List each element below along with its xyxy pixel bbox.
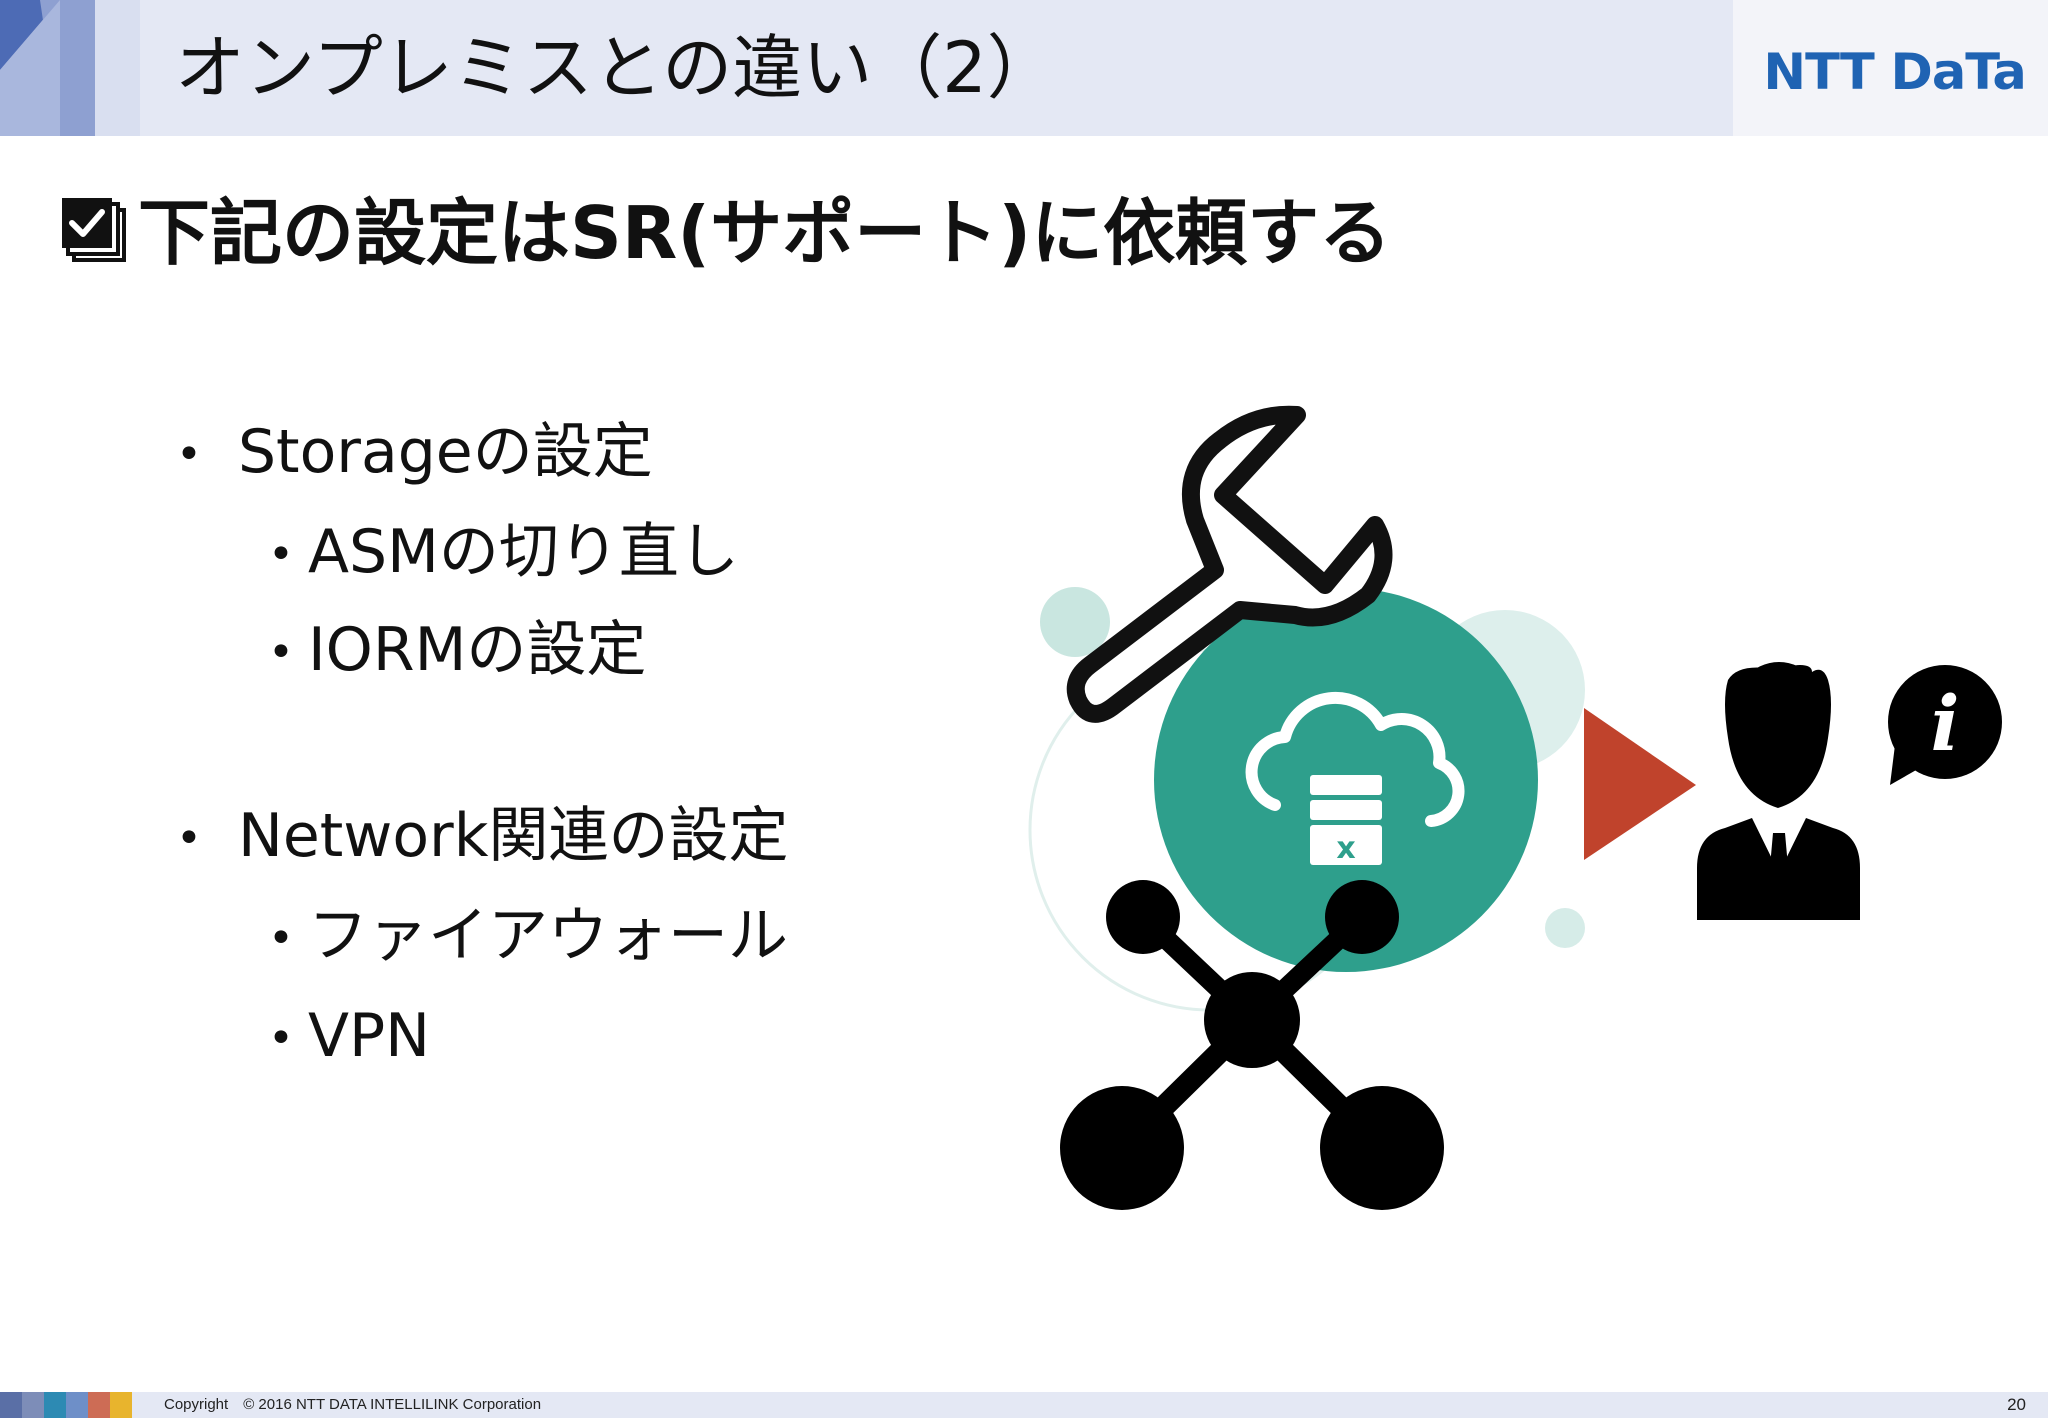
- swatch: [110, 1392, 132, 1418]
- bullet-label: VPN: [307, 1001, 431, 1071]
- sub-bullet-item: •ファイアウォール: [268, 896, 788, 976]
- logo-panel: [1733, 0, 2048, 136]
- arrow-right-icon: [1584, 708, 1696, 860]
- header-corner-graphic: [0, 0, 140, 136]
- svg-text:i: i: [1931, 679, 1960, 768]
- svg-text:x: x: [1336, 831, 1355, 866]
- swatch: [22, 1392, 44, 1418]
- bullet-label: IORMの設定: [307, 615, 647, 685]
- copyright-text: Copyright © 2016 NTT DATA INTELLILINK Co…: [164, 1396, 542, 1413]
- swatch: [44, 1392, 66, 1418]
- page-title: オンプレミスとの違い（2）: [175, 27, 1057, 109]
- swatch: [66, 1392, 88, 1418]
- bullet-dot: •: [268, 627, 294, 679]
- sub-bullet-item: •VPN: [268, 996, 430, 1076]
- bullet-dot: •: [268, 529, 294, 581]
- sub-bullet-item: •IORMの設定: [268, 610, 646, 690]
- network-nodes-icon: [1060, 880, 1444, 1210]
- footer-bar: Copyright © 2016 NTT DATA INTELLILINK Co…: [0, 1392, 2048, 1418]
- info-speech-bubble-icon: i: [1888, 665, 2002, 785]
- bullet-label: Storageの設定: [237, 417, 653, 487]
- ntt-data-logo: NTT DaTa: [1763, 43, 2026, 101]
- footer-color-swatches: [0, 1392, 132, 1418]
- bullet-label: ASMの切り直し: [307, 517, 739, 587]
- section-heading-text: 下記の設定はSR(サポート)に依頼する: [138, 191, 1392, 275]
- wrench-icon: [1066, 405, 1393, 723]
- illustration: x i: [1028, 405, 2002, 1210]
- header-bar: オンプレミスとの違い（2） NTT DaTa: [0, 0, 2048, 136]
- bullet-dot: •: [176, 429, 202, 481]
- swatch: [0, 1392, 22, 1418]
- bullet-item: • Network関連の設定: [176, 796, 788, 876]
- sub-bullet-item: •ASMの切り直し: [268, 512, 739, 592]
- person-icon: [1697, 662, 1860, 920]
- bullet-item: • Storageの設定: [176, 412, 653, 492]
- page-number: 20: [2007, 1395, 2026, 1414]
- cloud-database-icon: x: [1154, 588, 1538, 972]
- bullet-label: Network関連の設定: [237, 801, 789, 871]
- swatch: [88, 1392, 110, 1418]
- bullet-dot: •: [176, 813, 202, 865]
- bullet-label: ファイアウォール: [307, 901, 788, 971]
- bullet-dot: •: [268, 913, 294, 965]
- bullet-dot: •: [268, 1013, 294, 1065]
- checkbox-checked-icon: [62, 198, 126, 262]
